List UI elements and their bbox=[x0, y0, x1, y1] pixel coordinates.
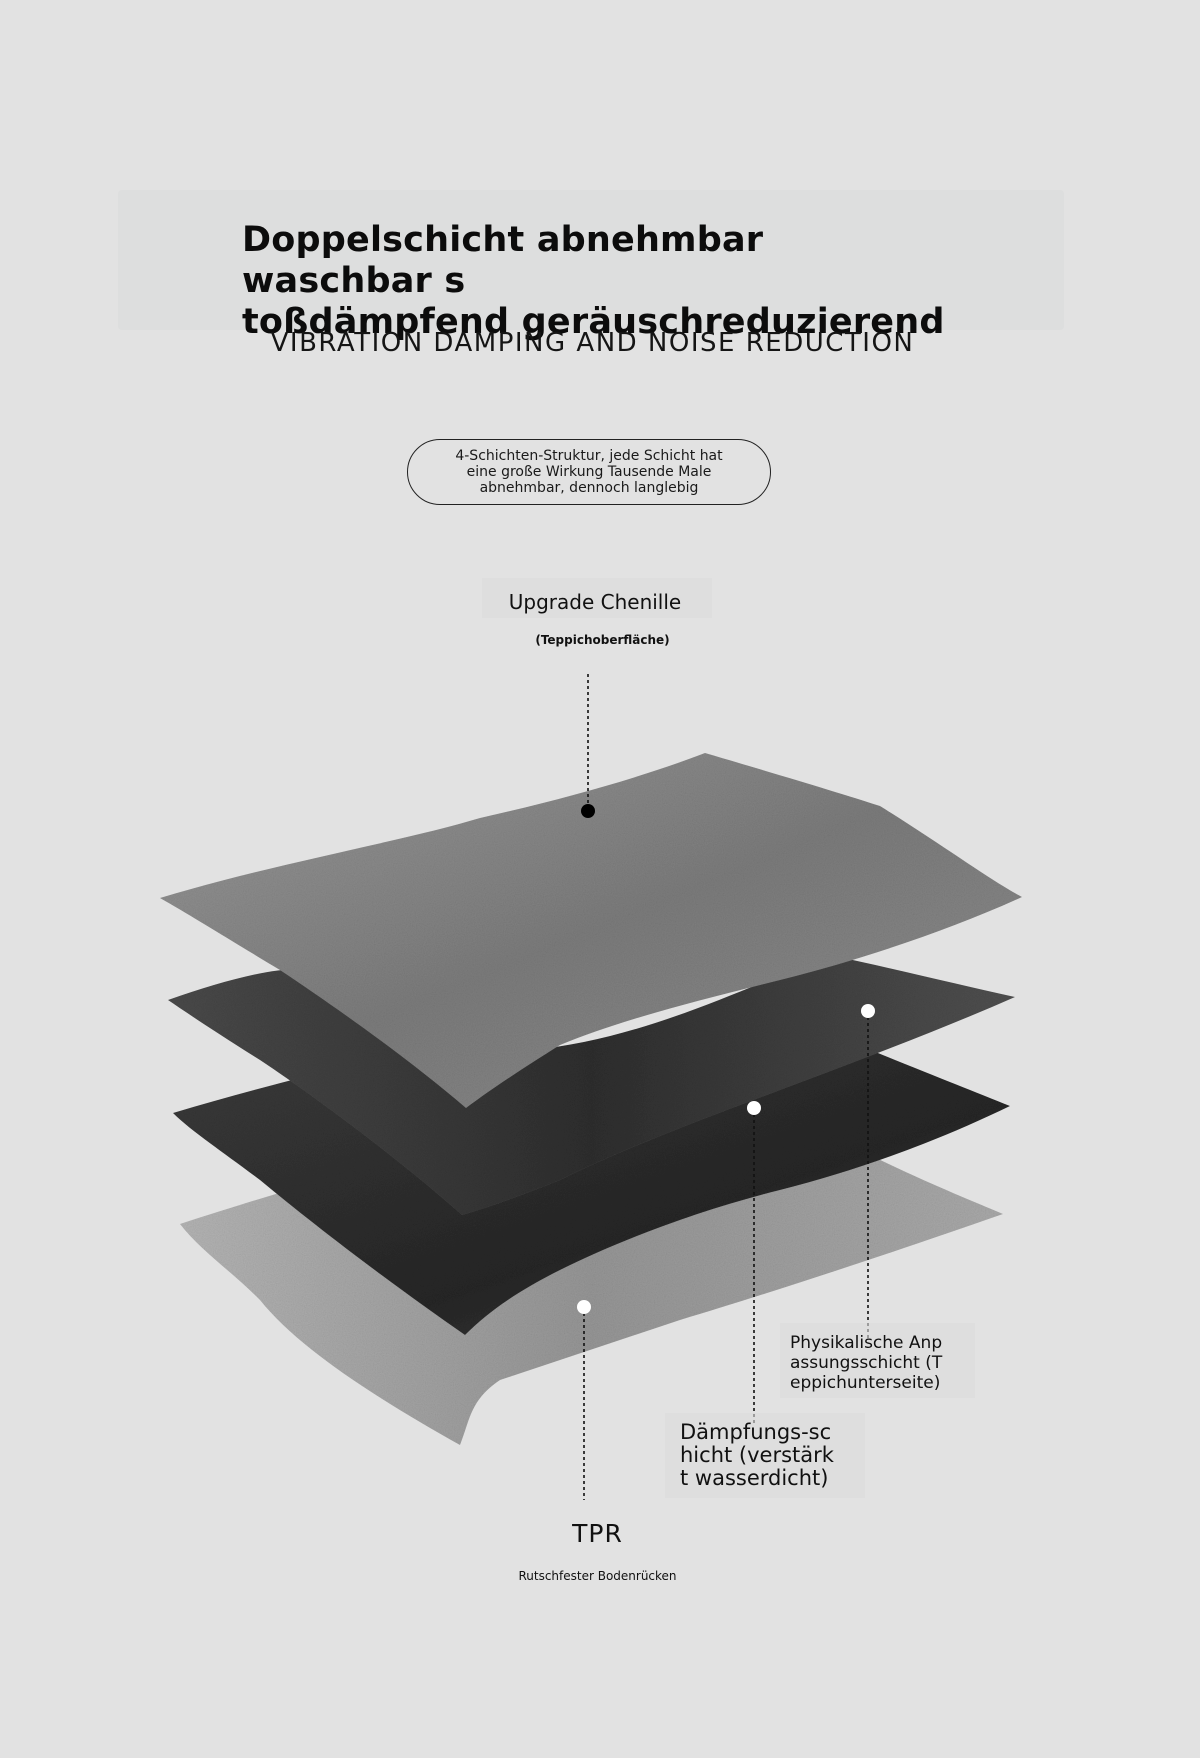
damping-label-line-1: Dämpfungs-sc bbox=[680, 1420, 832, 1444]
chenille-title: Upgrade Chenille bbox=[508, 590, 682, 614]
headline-panel bbox=[118, 190, 1064, 330]
damping-label-line-3: t wasserdicht) bbox=[680, 1466, 829, 1490]
chenille-layer bbox=[160, 753, 1022, 1108]
damping-layer-label: Dämpfungs-sc hicht (verstärk t wasserdic… bbox=[680, 1421, 850, 1490]
pill-text: 4-Schichten-Struktur, jede Schicht hat e… bbox=[439, 448, 739, 496]
physical-dot bbox=[861, 1004, 875, 1018]
damping-label-line-2: hicht (verstärk bbox=[680, 1443, 834, 1467]
headline-line-1: Doppelschicht abnehmbar waschbar s bbox=[242, 220, 764, 301]
chenille-subtitle: (Teppichoberfläche) bbox=[535, 633, 670, 647]
headline: Doppelschicht abnehmbar waschbar s toßdä… bbox=[242, 220, 962, 343]
chenille-dot bbox=[581, 804, 595, 818]
physical-label-line-2: assungsschicht (T bbox=[790, 1353, 943, 1373]
tpr-subtitle: Rutschfester Bodenrücken bbox=[518, 1569, 677, 1583]
physical-label-line-1: Physikalische Anp bbox=[790, 1333, 943, 1353]
damping-dot bbox=[747, 1101, 761, 1115]
tpr-title: TPR bbox=[572, 1519, 623, 1548]
pill-line-3: abnehmbar, dennoch langlebig bbox=[479, 480, 699, 496]
physical-layer-label: Physikalische Anp assungsschicht (T eppi… bbox=[790, 1333, 960, 1393]
physical-label-line-3: eppichunterseite) bbox=[790, 1373, 941, 1393]
pill-line-2: eine große Wirkung Tausende Male bbox=[466, 464, 712, 480]
headline-line-2: toßdämpfend geräuschreduzierend bbox=[242, 302, 945, 342]
pill-line-1: 4-Schichten-Struktur, jede Schicht hat bbox=[455, 448, 723, 464]
structure-pill: 4-Schichten-Struktur, jede Schicht hat e… bbox=[407, 439, 771, 505]
subheadline: VIBRATION DAMPING AND NOISE REDUCTION bbox=[270, 328, 915, 358]
tpr-dot bbox=[577, 1300, 591, 1314]
